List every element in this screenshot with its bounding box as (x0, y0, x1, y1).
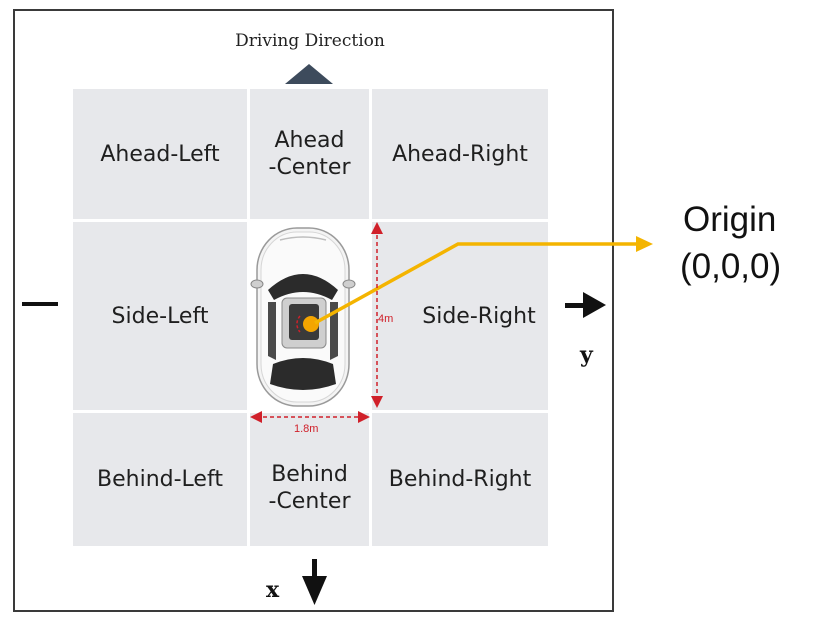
driving-direction-label: Driving Direction (235, 31, 385, 51)
cell-label: Ahead -Center (268, 128, 351, 180)
diagram-frame (13, 9, 614, 612)
cell-behind-right: Behind-Right (372, 413, 548, 546)
cell-behind-center: Behind -Center (250, 413, 369, 546)
cell-label: Side-Left (111, 303, 209, 329)
cell-ahead-right: Ahead-Right (372, 89, 548, 219)
cell-ahead-left: Ahead-Left (73, 89, 247, 219)
driving-direction-icon (285, 64, 333, 84)
cell-label: Side-Right (422, 303, 536, 329)
origin-point-icon (303, 316, 319, 332)
cell-behind-left: Behind-Left (73, 413, 247, 546)
y-axis-arrow-icon (565, 292, 606, 318)
width-dimension-label: 1.8m (294, 423, 319, 435)
cell-side-left: Side-Left (73, 222, 247, 410)
origin-coords: (0,0,0) (680, 247, 782, 286)
y-axis-label: y (580, 342, 593, 368)
cell-label: Behind-Right (388, 467, 532, 492)
cell-label: Ahead-Left (100, 141, 220, 167)
cell-ahead-center: Ahead -Center (250, 89, 369, 219)
x-axis-arrow-icon (302, 559, 327, 605)
cell-label: Ahead-Right (392, 141, 528, 167)
cell-label: Behind -Center (268, 461, 351, 514)
origin-pointer-arrow (314, 242, 636, 325)
minus-axis-icon (22, 302, 58, 306)
origin-title: Origin (683, 200, 777, 239)
car-icon (250, 227, 356, 407)
x-axis-label: x (266, 577, 280, 603)
cell-label: Behind-Left (97, 467, 223, 492)
cell-side-right: Side-Right (372, 222, 548, 410)
length-dimension-label: 4m (378, 313, 394, 325)
